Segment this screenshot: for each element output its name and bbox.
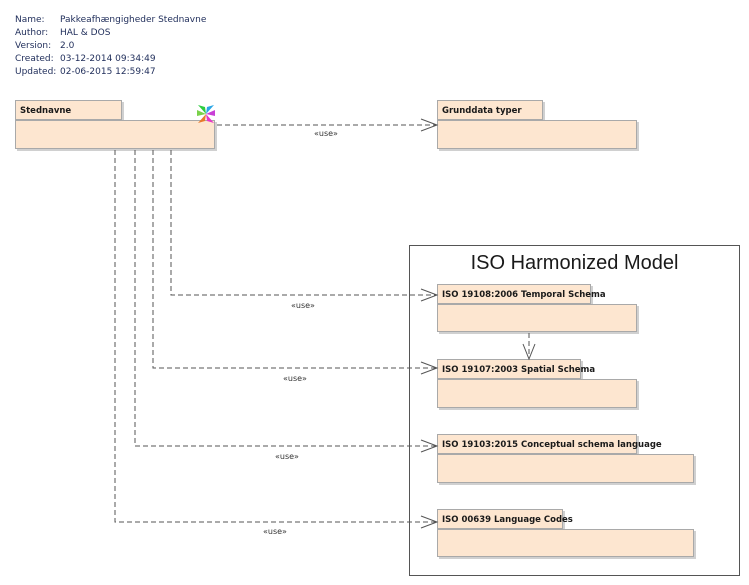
updated-label: Updated:	[15, 67, 57, 77]
package-body	[15, 120, 215, 149]
package-tab: ISO 19108:2006 Temporal Schema	[437, 284, 606, 304]
version-label: Version:	[15, 41, 52, 51]
package-tab: ISO 19103:2015 Conceptual schema languag…	[437, 434, 662, 454]
package-body	[437, 120, 637, 149]
package-body	[437, 454, 694, 483]
use-label: «use»	[314, 129, 338, 138]
author-value: HAL & DOS	[60, 28, 111, 38]
arrowhead	[420, 515, 439, 529]
frame-title: ISO Harmonized Model	[470, 252, 679, 274]
use-label: «use»	[263, 527, 287, 536]
diagram-metadata: Name: Pakkeafhængigheder Stednavne Author…	[15, 14, 206, 79]
created-value: 03-12-2014 09:34:49	[60, 54, 156, 64]
use-label: «use»	[283, 374, 307, 383]
package-body	[437, 379, 637, 408]
arrowhead	[420, 361, 439, 375]
package-body	[437, 304, 637, 332]
name-value: Pakkeafhængigheder Stednavne	[60, 15, 207, 25]
package-body	[437, 529, 694, 557]
arrowhead	[420, 288, 439, 302]
dependency-stednavne-spatial	[152, 150, 437, 369]
updated-value: 02-06-2015 12:59:47	[60, 67, 156, 77]
dependency-stednavne-conceptual	[134, 150, 437, 447]
arrowhead	[522, 343, 536, 361]
author-label: Author:	[15, 28, 49, 38]
version-value: 2.0	[60, 41, 75, 51]
arrowhead	[420, 439, 439, 453]
use-label: «use»	[291, 301, 315, 310]
dependency-stednavne-temporal	[170, 150, 437, 296]
package-tab: ISO 00639 Language Codes	[437, 509, 573, 529]
use-label: «use»	[275, 452, 299, 461]
dependency-stednavne-language	[114, 150, 437, 523]
package-logo-icon	[197, 105, 215, 123]
arrowhead	[420, 118, 439, 132]
package-tab: Grunddata typer	[437, 100, 543, 120]
created-label: Created:	[15, 54, 54, 64]
name-label: Name:	[15, 15, 45, 25]
package-tab: Stednavne	[15, 100, 122, 120]
package-tab: ISO 19107:2003 Spatial Schema	[437, 359, 595, 379]
